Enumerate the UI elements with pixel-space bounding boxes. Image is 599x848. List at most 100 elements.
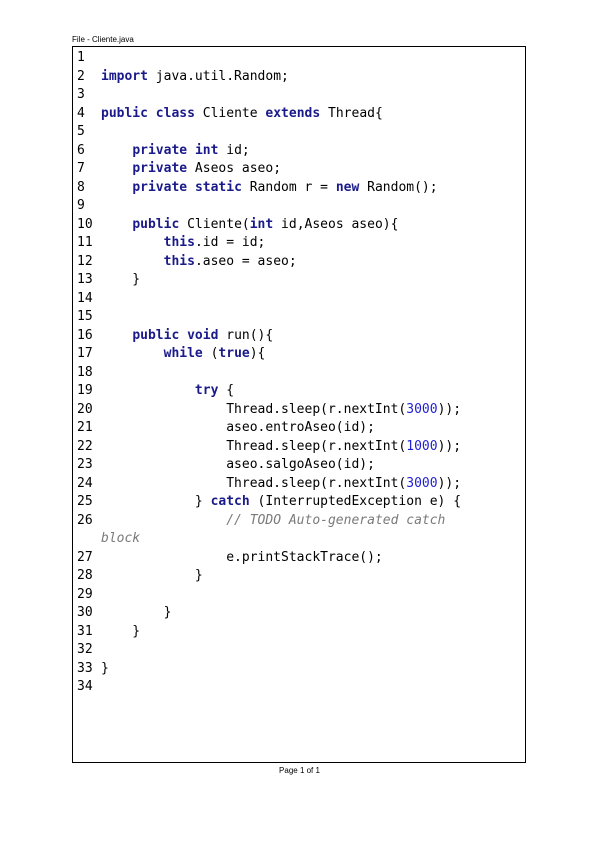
code-text: Thread{ xyxy=(320,105,383,121)
code-line: 22 Thread.sleep(r.nextInt(1000)); xyxy=(77,438,521,457)
line-number: 2 xyxy=(77,68,85,84)
code-text: )); xyxy=(437,438,462,454)
code-text: Aseos aseo; xyxy=(187,161,282,176)
keyword: new xyxy=(335,179,360,195)
keyword: class xyxy=(155,105,195,121)
code-text xyxy=(101,161,132,176)
line-number: 16 xyxy=(77,327,93,343)
comment: block xyxy=(101,531,141,546)
comment: // TODO Auto-generated catch xyxy=(226,512,446,528)
code-text: Random r = xyxy=(241,179,336,195)
line-number: 12 xyxy=(77,253,93,269)
code-line: 24 Thread.sleep(r.nextInt(3000)); xyxy=(77,475,521,494)
keyword: static xyxy=(194,179,242,195)
code-line: 10 public Cliente(int id,Aseos aseo){ xyxy=(77,216,521,235)
code-line: 23 aseo.salgoAseo(id); xyxy=(77,456,521,475)
keyword: public xyxy=(101,105,148,121)
code-text: } xyxy=(101,660,109,676)
line-number: 7 xyxy=(77,161,85,176)
line-number: 25 xyxy=(77,494,93,509)
code-text xyxy=(101,143,132,158)
code-line: 12 this.aseo = aseo; xyxy=(77,253,521,272)
code-line: block xyxy=(77,530,521,549)
code-line: 33} xyxy=(77,660,521,679)
keyword: extends xyxy=(265,105,321,121)
code-text: Random(); xyxy=(359,179,438,195)
keyword: private xyxy=(132,179,188,195)
line-number: 28 xyxy=(77,568,93,583)
line-number: 21 xyxy=(77,420,93,435)
code-line: 34 xyxy=(77,678,521,697)
keyword: int xyxy=(194,142,219,158)
keyword: import xyxy=(101,68,148,84)
code-line: 18 xyxy=(77,364,521,383)
code-text: } xyxy=(101,568,203,583)
code-line: 32 xyxy=(77,641,521,660)
code-line: 27 e.printStackTrace(); xyxy=(77,549,521,568)
line-number: 19 xyxy=(77,383,93,398)
code-text: Thread.sleep(r.nextInt( xyxy=(101,438,407,454)
number-literal: 3000 xyxy=(406,401,438,417)
keyword: try xyxy=(194,383,219,398)
line-number: 26 xyxy=(77,512,93,528)
code-line: 17 while (true){ xyxy=(77,345,521,364)
keyword: while xyxy=(163,346,203,361)
code-text: .id = id; xyxy=(194,235,266,250)
code-text: Cliente xyxy=(194,105,266,121)
line-number: 10 xyxy=(77,216,93,232)
code-text: (InterruptedException e) { xyxy=(249,494,462,509)
code-text: aseo.entroAseo(id); xyxy=(101,420,375,435)
code-text: ){ xyxy=(249,346,266,361)
code-line: 20 Thread.sleep(r.nextInt(3000)); xyxy=(77,401,521,420)
line-number: 9 xyxy=(77,198,85,213)
keyword: private xyxy=(132,161,188,176)
code-line: 8 private static Random r = new Random()… xyxy=(77,179,521,198)
line-number: 20 xyxy=(77,401,93,417)
keyword: void xyxy=(187,327,219,343)
code-line: 28 } xyxy=(77,567,521,586)
code-line: 21 aseo.entroAseo(id); xyxy=(77,419,521,438)
code-text: Thread.sleep(r.nextInt( xyxy=(101,401,407,417)
code-line: 11 this.id = id; xyxy=(77,234,521,253)
line-number: 11 xyxy=(77,235,93,250)
code-line: 30 } xyxy=(77,604,521,623)
code-text: } xyxy=(101,272,141,287)
code-line: 6 private int id; xyxy=(77,142,521,161)
code-text xyxy=(187,180,195,195)
code-line: 5 xyxy=(77,123,521,142)
code-text: ( xyxy=(202,346,219,361)
line-number: 34 xyxy=(77,679,93,694)
line-number: 22 xyxy=(77,438,93,454)
line-number: 32 xyxy=(77,642,93,657)
line-number: 1 xyxy=(77,50,85,65)
line-number: 30 xyxy=(77,605,93,620)
code-text xyxy=(101,513,226,528)
line-number: 15 xyxy=(77,309,93,324)
line-number: 13 xyxy=(77,272,93,287)
code-text xyxy=(148,106,156,121)
line-number: 23 xyxy=(77,457,93,472)
code-line: 19 try { xyxy=(77,382,521,401)
page-number: Page 1 of 1 xyxy=(279,766,320,775)
line-number: 27 xyxy=(77,549,93,565)
code-text xyxy=(101,180,132,195)
code-line: 9 xyxy=(77,197,521,216)
code-line: 2 import java.util.Random; xyxy=(77,68,521,87)
code-text: aseo.salgoAseo(id); xyxy=(101,457,375,472)
code-text: )); xyxy=(437,401,462,417)
line-number: 33 xyxy=(77,660,93,676)
code-text xyxy=(101,383,195,398)
code-text: java.util.Random; xyxy=(147,68,289,84)
line-number: 17 xyxy=(77,346,93,361)
code-text: e.printStackTrace(); xyxy=(101,549,383,565)
code-text xyxy=(179,328,187,343)
code-line: 31 } xyxy=(77,623,521,642)
file-title: File - Cliente.java xyxy=(72,35,134,44)
line-number: 6 xyxy=(77,142,85,158)
code-line: 13 } xyxy=(77,271,521,290)
code-line: 29 xyxy=(77,586,521,605)
keyword: catch xyxy=(210,494,250,509)
code-text: } xyxy=(101,623,141,639)
